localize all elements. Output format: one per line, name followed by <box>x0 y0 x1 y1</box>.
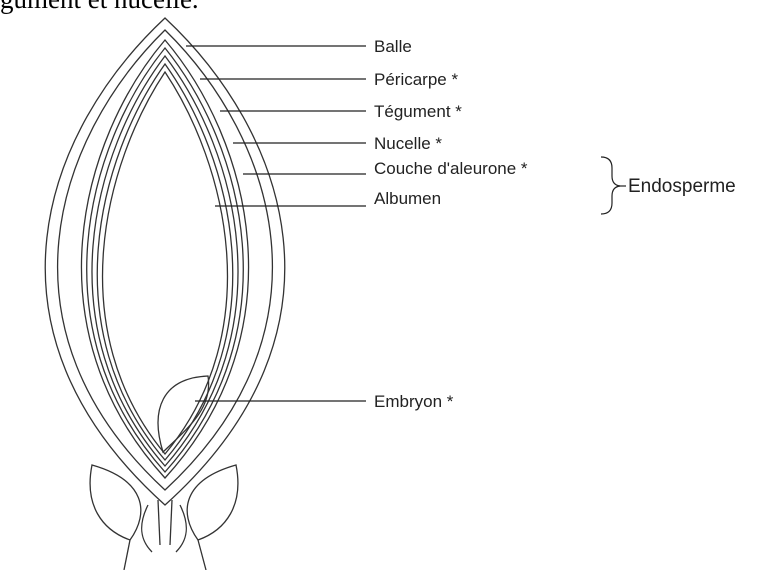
endosperme-bracket <box>601 157 620 214</box>
label-nucelle: Nucelle * <box>374 134 442 153</box>
grain-base <box>90 465 238 570</box>
label-embryon: Embryon * <box>374 392 454 411</box>
inner-glume-right <box>176 505 186 552</box>
stem-right <box>198 540 206 570</box>
label-endosperme: Endosperme <box>628 176 736 197</box>
stem-left <box>124 540 130 570</box>
label-tegument: Tégument * <box>374 102 462 121</box>
label-aleurone: Couche d'aleurone * <box>374 159 528 178</box>
base-center-right <box>170 500 172 545</box>
base-center-left <box>158 500 160 545</box>
grain-layers <box>45 18 285 505</box>
label-albumen: Albumen <box>374 189 441 208</box>
layer-tegument <box>87 48 244 472</box>
labels: Balle Péricarpe * Tégument * Nucelle * C… <box>374 37 528 411</box>
left-bract <box>90 465 141 540</box>
leader-lines <box>186 46 366 401</box>
layer-balle-inner <box>58 30 273 490</box>
layer-pericarpe <box>81 40 248 478</box>
label-balle: Balle <box>374 37 412 56</box>
label-pericarpe: Péricarpe * <box>374 70 458 89</box>
inner-glume-left <box>142 505 152 552</box>
